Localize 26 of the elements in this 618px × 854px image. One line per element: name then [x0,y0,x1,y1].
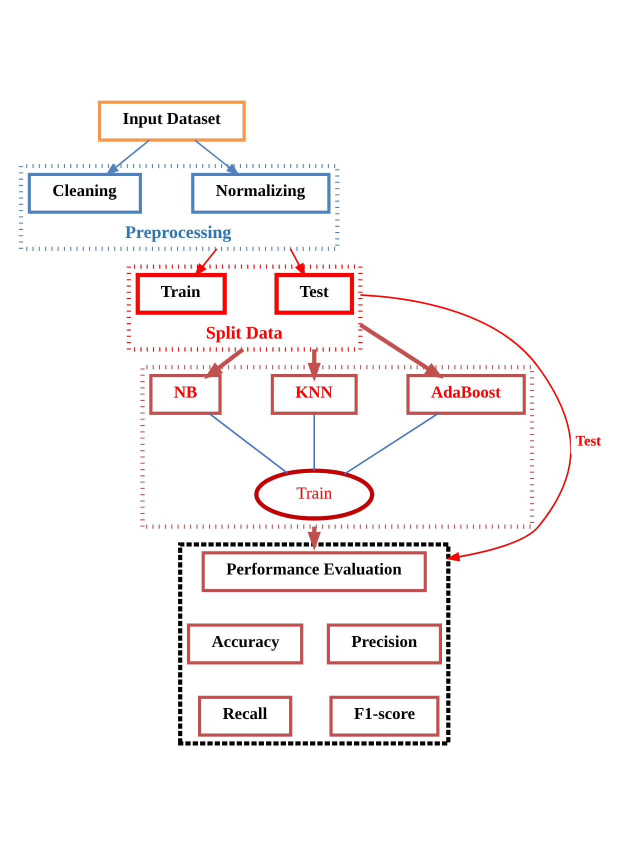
arrow [360,294,572,562]
node-box: Cleaning [28,172,142,214]
connector [313,413,316,471]
node-box: Performance Evaluation [202,551,427,592]
node-box: AdaBoost [406,374,526,415]
node-box: Accuracy [186,624,304,664]
node-ellipse: Train [254,468,374,520]
connector [208,412,288,474]
edge-label: Test [576,433,602,450]
cluster [140,365,534,529]
node-box: Input Dataset [98,100,246,142]
cluster [178,542,450,746]
arrow [105,140,150,176]
arrow [308,526,321,551]
node-box: Recall [198,696,292,737]
connector [344,412,439,475]
node-box: Precision [326,624,442,664]
node-box: Test [274,272,354,315]
node-box: Train [136,272,227,315]
node-box: F1-score [329,696,440,737]
arrow [308,349,321,382]
node-box: NB [149,374,222,415]
arrow [194,140,240,176]
arrow [359,323,444,379]
node-box: Normalizing [191,172,330,214]
node-box: KNN [270,374,358,415]
